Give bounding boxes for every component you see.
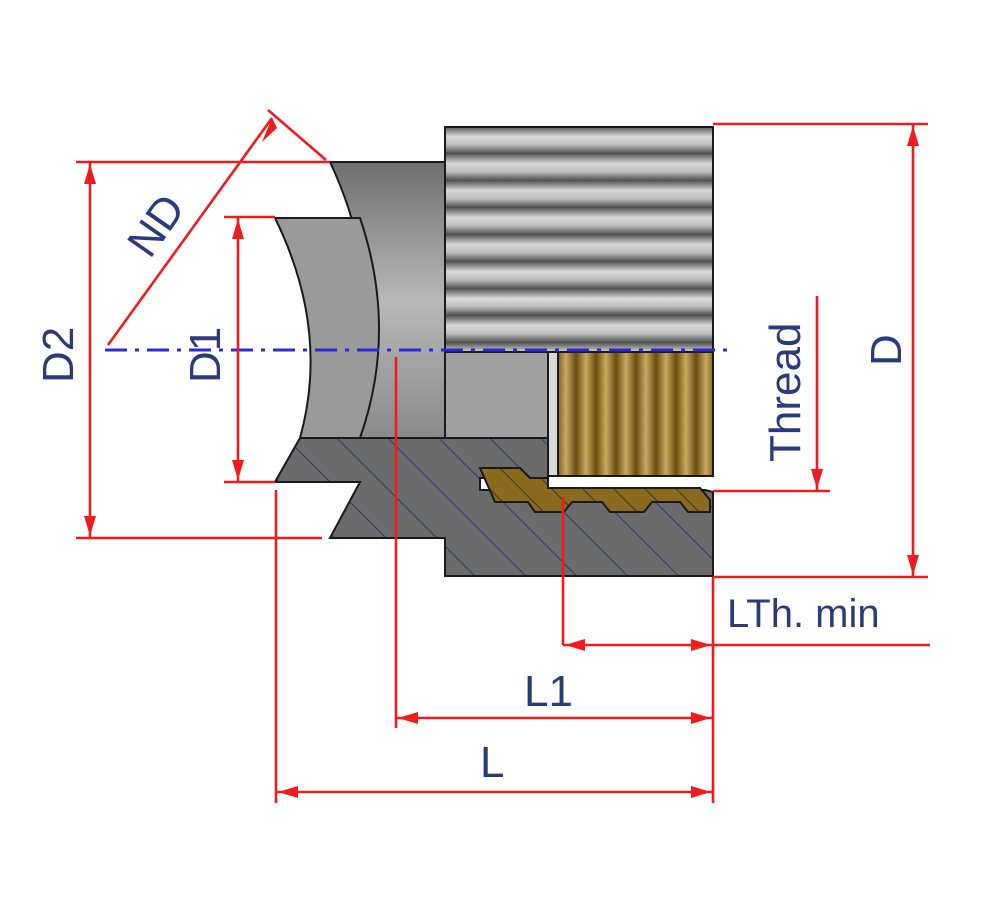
label-l1: L1 [524,667,573,716]
label-nd: ND [118,186,195,266]
sectioned-wall [273,437,714,577]
label-lth-min: LTh. min [727,592,880,636]
insert-bore-edge [547,351,559,477]
brass-thread-insert [555,351,714,477]
label-d: D [862,334,911,366]
dimension-lth-min [561,497,930,651]
label-d1: D1 [181,327,230,383]
brass-section [478,467,711,513]
dimension-d1 [224,215,275,484]
dimension-nd [106,109,327,346]
ribbed-outer-shell [444,126,714,353]
dimension-d2 [76,160,330,540]
inner-bore [444,351,556,439]
dimension-l [274,490,713,803]
label-d2: D2 [34,327,83,383]
dimension-l1 [394,357,713,728]
dimension-thread [713,296,830,493]
dimension-d [713,122,928,579]
pipe-inner-wall [273,217,380,439]
fitting-body [444,126,714,353]
label-thread: Thread [761,323,810,462]
label-l: L [480,738,504,787]
